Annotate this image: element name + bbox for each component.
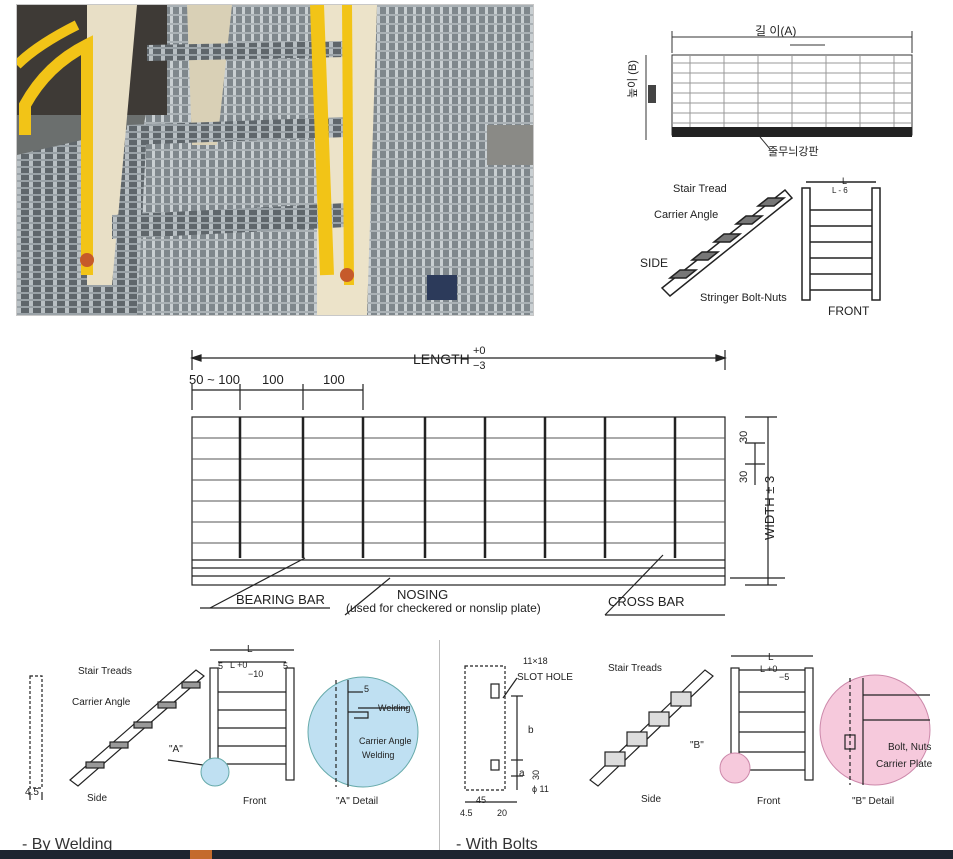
width-label: WIDTH ± 3 [762, 475, 777, 540]
length-tol-minus: −3 [473, 360, 486, 372]
nosing-label: NOSING [397, 587, 449, 602]
side-w-label: Side [87, 793, 108, 804]
welding-stair-diagram [29, 649, 419, 800]
marker-b-circle [719, 752, 751, 784]
with-bolts-caption: - With Bolts [456, 836, 538, 853]
stair-photo-image [17, 5, 533, 315]
grating-plan-diagram [190, 350, 785, 616]
bottom-strip [0, 850, 953, 859]
by-welding-caption: - By Welding [22, 836, 113, 853]
dim-45-w-label: 4.5 [25, 787, 39, 798]
length-a-label: 길 이(A) [755, 24, 797, 38]
dim-30b-label: 30 [738, 470, 750, 483]
marker-a-label: "A" [169, 744, 183, 755]
nosing-korean-label: 줄무늬강판 [768, 146, 819, 158]
l-b-label: L [768, 652, 774, 663]
detail-5-label: 5 [364, 684, 370, 694]
dim-30a-label: 30 [738, 430, 750, 443]
slot-hole-label: SLOT HOLE [517, 672, 573, 683]
l-tol2-b-label: −5 [779, 672, 790, 682]
carrier-plate-label: Carrier Plate [876, 759, 933, 770]
detail-b-circle [819, 674, 931, 786]
slot-size-label: 11×18 [523, 656, 548, 666]
welding-1-label: Welding [378, 703, 411, 713]
dim-second-label: 100 [262, 372, 284, 387]
dim-20-label: 20 [497, 808, 508, 818]
welding-2-label: Welding [362, 750, 395, 760]
height-b-label: 높이 (B) [627, 60, 639, 98]
length-label: LENGTH [413, 351, 470, 367]
l-tol-b-label: L +0 [760, 664, 778, 674]
stair-tread-label: Stair Tread [673, 183, 727, 195]
stair-photo [16, 4, 534, 316]
nosing-note-label: (used for checkered or nonslip plate) [346, 601, 541, 615]
marker-b-label: "B" [690, 740, 704, 751]
dim-b-label: b [528, 725, 534, 736]
panel-divider [439, 640, 440, 850]
detail-a-circle [307, 676, 419, 788]
bottom-strip-accent [190, 850, 212, 859]
dim-45b-label: 45 [476, 795, 487, 805]
detail-b-label: "B" Detail [852, 796, 895, 807]
l-w-label: L [247, 644, 253, 655]
phi-label: ϕ 11 [532, 784, 549, 794]
l-tol2-w-label: −10 [248, 669, 264, 679]
marker-a-circle [200, 757, 230, 787]
carrier-angle-detail-label: Carrier Angle [359, 736, 412, 746]
cross-bar-label: CROSS BAR [608, 594, 685, 609]
front-b-label: Front [757, 796, 781, 807]
stair-l-sub-label: L - 6 [832, 186, 848, 195]
dim-first-label: 50 ~ 100 [189, 372, 240, 387]
bearing-bar-label: BEARING BAR [236, 592, 325, 607]
detail-a-label: "A" Detail [336, 796, 379, 807]
dim-third-label: 100 [323, 372, 345, 387]
stair-treads-label: Stair Treads [78, 666, 132, 677]
dim-30-bolts-label: 30 [531, 769, 541, 780]
dim-45-b-label: 4.5 [460, 808, 473, 818]
length-tol-plus: +0 [473, 345, 486, 357]
front-label: FRONT [828, 304, 870, 318]
stringer-bolt-label: Stringer Bolt-Nuts [700, 292, 787, 304]
five-left-label: 5 [218, 661, 224, 671]
bolt-nuts-label: Bolt, Nuts [888, 742, 932, 753]
dim-a-label: a [519, 768, 525, 779]
carrier-angle-w-label: Carrier Angle [72, 697, 131, 708]
stair-treads-b-label: Stair Treads [608, 663, 662, 674]
front-w-label: Front [243, 796, 267, 807]
l-tol-w-label: L +0 [230, 660, 248, 670]
carrier-angle-label: Carrier Angle [654, 209, 719, 221]
side-b-label: Side [641, 794, 662, 805]
five-right-label: 5 [283, 661, 289, 671]
stair-side-front-diagram [660, 181, 881, 301]
stair-l-label: L [842, 176, 848, 186]
side-label: SIDE [640, 256, 669, 270]
grating-elevation-diagram [645, 31, 913, 150]
bolts-stair-diagram [464, 655, 931, 803]
